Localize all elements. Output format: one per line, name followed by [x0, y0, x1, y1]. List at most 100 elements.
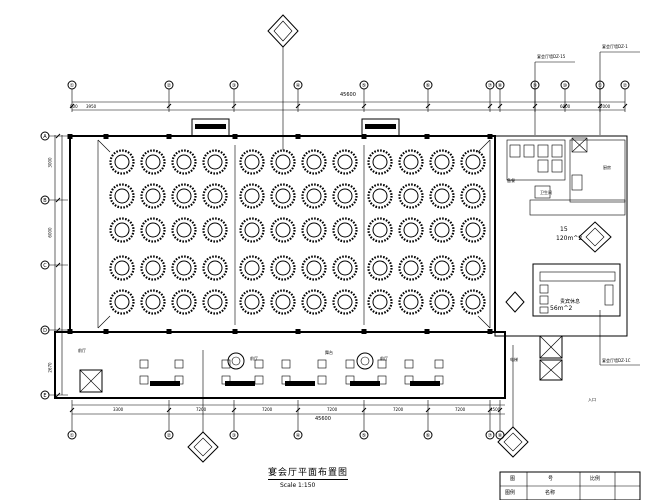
grid-bubble: ① — [67, 80, 77, 90]
dimension-top-3: 6000 — [560, 104, 571, 109]
foyer-label-left: 前厅 — [78, 348, 86, 353]
banquet-table — [109, 255, 135, 281]
banquet-table — [367, 183, 393, 209]
grid-bubble: ⑧ — [495, 80, 505, 90]
drawing-title: 宴会厅平面布置图 — [268, 468, 349, 480]
grid-bubble: ⑥ — [423, 80, 433, 90]
grid-bubble: ④ — [293, 80, 303, 90]
lounge-value: 56m^2 — [550, 305, 573, 312]
banquet-table — [332, 217, 358, 243]
svg-text:③: ③ — [232, 433, 236, 439]
structural-column — [424, 134, 430, 139]
grid-bubble: ② — [620, 80, 630, 90]
banquet-table — [270, 289, 296, 315]
lounge-seat — [281, 359, 291, 385]
dimension-left-3: 3000 — [47, 157, 53, 168]
svg-text:⑥: ⑥ — [426, 433, 431, 439]
banquet-table — [429, 255, 455, 281]
grid-bubble: ③ — [229, 430, 239, 440]
svg-text:④: ④ — [296, 433, 301, 439]
banquet-table — [239, 149, 265, 175]
dimension-top-2: 3950 — [86, 104, 97, 109]
svg-text:⑤: ⑤ — [362, 433, 366, 439]
sofa — [285, 381, 315, 386]
dimension-bottom-6: 7200 — [455, 407, 466, 412]
sofa — [150, 381, 180, 386]
lounge-label: 贵宾休息 — [560, 299, 581, 305]
banquet-table — [429, 183, 455, 209]
dimension-total: 45600 — [340, 92, 356, 98]
banquet-table — [202, 183, 228, 209]
svg-text:①: ① — [70, 433, 75, 439]
foyer-label-mid1: 前厅 — [250, 356, 258, 361]
dimension-bottom-5: 7200 — [393, 407, 404, 412]
svg-text:⑦: ⑦ — [488, 433, 493, 439]
banquet-table — [239, 217, 265, 243]
grid-bubble: ⑧ — [495, 430, 505, 440]
banquet-table — [202, 217, 228, 243]
banquet-table — [398, 217, 424, 243]
structural-column — [67, 134, 73, 139]
lounge-seat — [434, 359, 444, 385]
structural-column — [361, 134, 367, 139]
svg-text:E: E — [43, 393, 46, 399]
svg-text:⑦: ⑦ — [488, 83, 493, 89]
banquet-table — [460, 289, 486, 315]
banquet-table — [301, 255, 327, 281]
index-marker-bottom-right — [497, 345, 529, 458]
banquet-table — [301, 149, 327, 175]
banquet-table — [367, 217, 393, 243]
sofa — [225, 381, 255, 386]
callout-1: 宴会厅墙DZ-15 — [537, 54, 566, 59]
banquet-table — [429, 149, 455, 175]
service-area — [494, 135, 628, 381]
banquet-table — [301, 289, 327, 315]
svg-text:①: ① — [70, 83, 75, 89]
banquet-table — [367, 149, 393, 175]
structural-column — [295, 134, 301, 139]
grid-bubble: ⑨ — [530, 80, 540, 90]
drawing-scale: Scale 1:150 — [280, 482, 316, 489]
grid-bubble: ② — [164, 80, 174, 90]
banquet-table — [460, 217, 486, 243]
grid-bubble: E — [40, 390, 50, 400]
banquet-table — [460, 149, 486, 175]
banquet-table — [460, 183, 486, 209]
banquet-table — [332, 183, 358, 209]
lounge-seat — [404, 359, 414, 385]
grid-bubble: ④ — [293, 430, 303, 440]
title-block-cell-3: 图例 — [505, 490, 516, 496]
sofa — [410, 381, 440, 386]
callout-3: 宴会厅墙DZ-1C — [602, 358, 631, 363]
banquet-table — [109, 149, 135, 175]
banquet-table — [140, 255, 166, 281]
grid-bubble: B — [40, 195, 50, 205]
compass-marker — [505, 291, 525, 313]
grid-bubble: ⑦ — [485, 430, 495, 440]
banquet-table — [301, 183, 327, 209]
structural-column — [487, 134, 493, 139]
dimension-left-2: 6000 — [47, 227, 53, 238]
svg-text:⑤: ⑤ — [362, 83, 366, 89]
grid-bubble: ⑥ — [423, 430, 433, 440]
banquet-table — [429, 289, 455, 315]
banquet-table — [140, 217, 166, 243]
svg-text:⑩: ⑩ — [563, 83, 568, 89]
structural-column — [232, 134, 238, 139]
kitchen-label: 厨房 — [603, 165, 611, 170]
svg-text:③: ③ — [232, 83, 236, 89]
entrance-label: 入口 — [588, 397, 596, 402]
grid-bubble: D — [40, 325, 50, 335]
elevator-label: 电梯 — [510, 357, 518, 362]
grid-bubble: ⑦ — [485, 80, 495, 90]
lounge-seat — [317, 359, 327, 385]
structural-column — [103, 134, 109, 139]
sofa — [350, 381, 380, 386]
banquet-table — [171, 289, 197, 315]
banquet-table — [301, 217, 327, 243]
room-area-value: 120m^2 — [556, 235, 583, 242]
svg-text:⑧: ⑧ — [498, 83, 503, 89]
banquet-table — [239, 289, 265, 315]
